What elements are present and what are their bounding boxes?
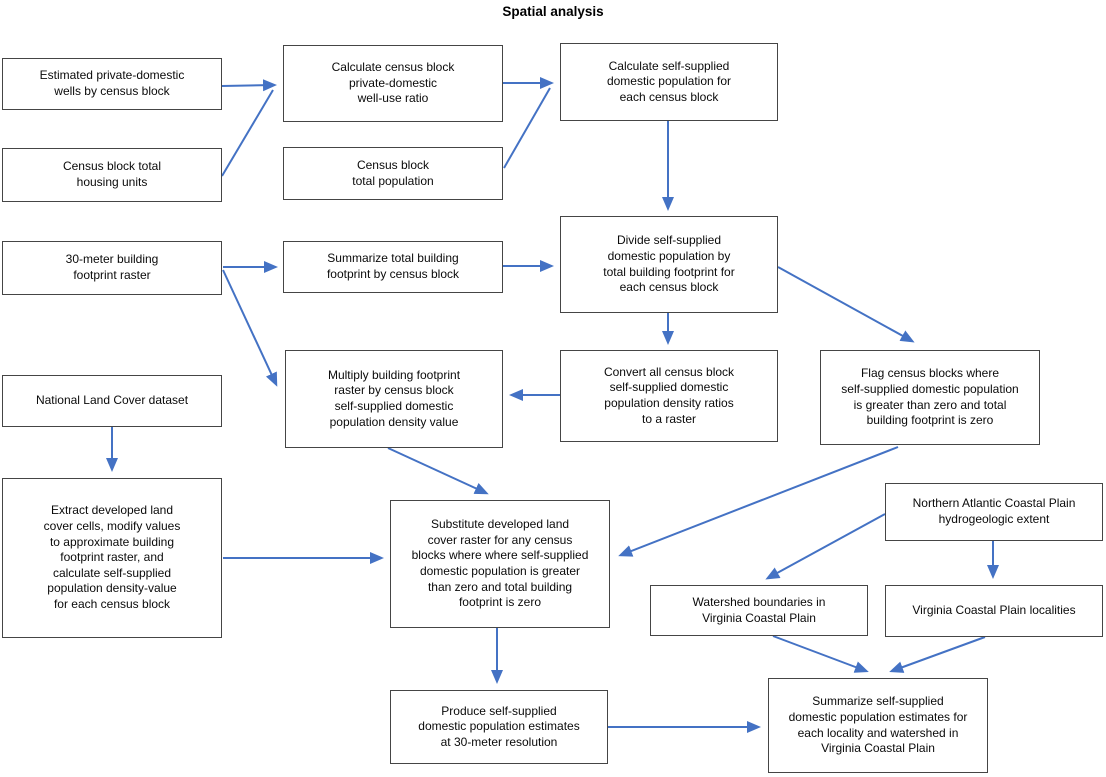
node-produce: Produce self-supplied domestic populatio…: [390, 690, 608, 764]
arrow-localities-to-summarize-final: [889, 636, 986, 673]
node-extract: Extract developed land cover cells, modi…: [2, 478, 222, 638]
diagram-title: Spatial analysis: [502, 4, 604, 19]
node-total-population: Census block total population: [283, 147, 503, 200]
arrow-total-population-to-calc-selfsupplied: [503, 87, 551, 169]
arrow-multiply-to-substitute: [387, 447, 489, 495]
arrow-flag-to-substitute: [618, 446, 899, 557]
arrow-estimated-wells-to-calc-ratio: [221, 79, 277, 92]
node-calc-ratio: Calculate census block private-domestic …: [283, 45, 503, 122]
node-flag: Flag census blocks where self-supplied d…: [820, 350, 1040, 445]
node-estimated-wells: Estimated private-domestic wells by cens…: [2, 58, 222, 110]
node-watershed: Watershed boundaries in Virginia Coastal…: [650, 585, 868, 636]
node-divide: Divide self-supplied domestic population…: [560, 216, 778, 313]
arrow-nacp-to-watershed: [765, 513, 886, 580]
node-nacp: Northern Atlantic Coastal Plain hydrogeo…: [885, 483, 1103, 541]
node-summarize-final: Summarize self-supplied domestic populat…: [768, 678, 988, 773]
node-localities: Virginia Coastal Plain localities: [885, 585, 1103, 637]
node-summarize-footprint: Summarize total building footprint by ce…: [283, 241, 503, 293]
node-substitute: Substitute developed land cover raster f…: [390, 500, 610, 628]
arrow-divide-to-flag: [777, 266, 915, 343]
arrow-watershed-to-summarize-final: [772, 635, 869, 673]
arrow-raster30m-to-multiply: [222, 269, 278, 387]
node-calc-selfsupplied: Calculate self-supplied domestic populat…: [560, 43, 778, 121]
node-housing-units: Census block total housing units: [2, 148, 222, 202]
node-convert: Convert all census block self-supplied d…: [560, 350, 778, 442]
arrow-housing-units-to-calc-ratio: [221, 89, 274, 177]
node-multiply: Multiply building footprint raster by ce…: [285, 350, 503, 448]
node-nlcd: National Land Cover dataset: [2, 375, 222, 427]
node-raster-30m: 30-meter building footprint raster: [2, 241, 222, 295]
